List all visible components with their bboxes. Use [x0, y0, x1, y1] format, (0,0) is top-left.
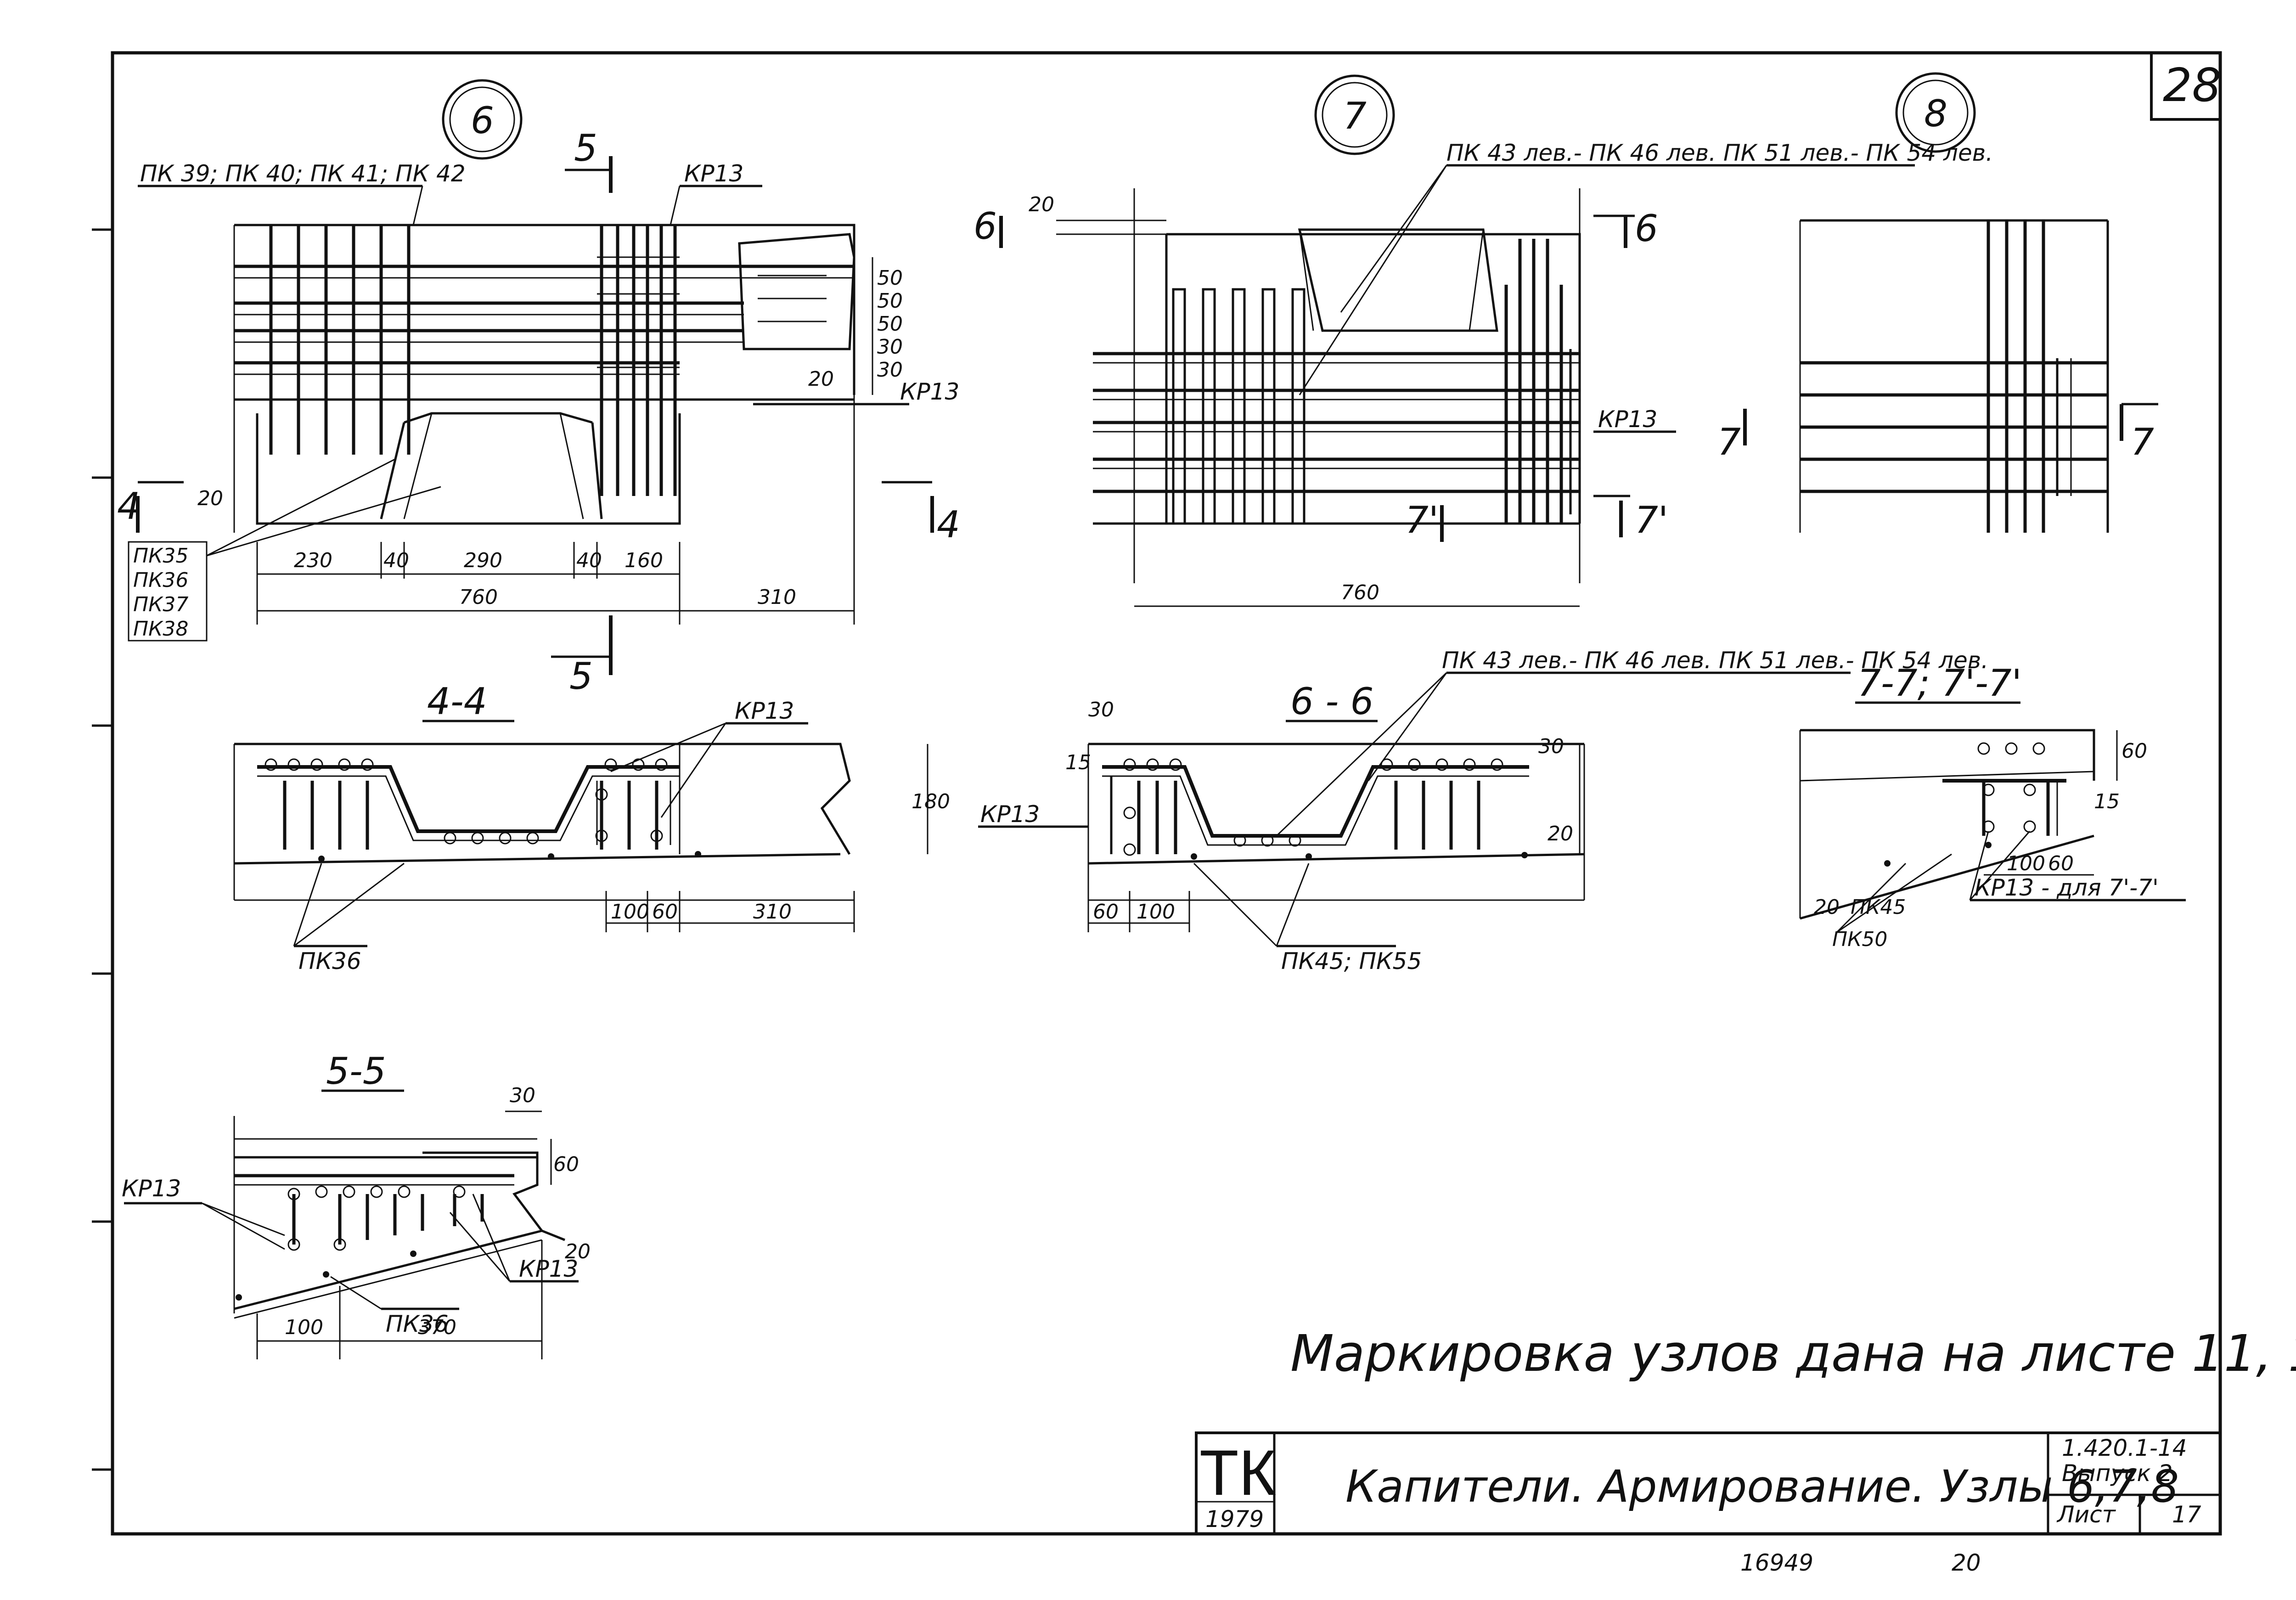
node-6-kp-label-right: КР13	[900, 378, 959, 405]
node-8-plan	[1743, 72, 2158, 533]
node-6-kp-label: КР13	[684, 160, 743, 187]
sheet-no: 17	[2172, 1501, 2201, 1528]
series-code: 1.420.1-14	[2062, 1435, 2187, 1461]
section-4-4	[233, 720, 929, 947]
node-6-dim-top-4: 30	[877, 358, 903, 382]
sheet-label: Лист	[2056, 1501, 2116, 1528]
section-6-6-dim-1: 15	[1065, 751, 1091, 774]
section-5-5-dim-bottom-1: 370	[418, 1316, 456, 1339]
node-6-dim-310: 310	[758, 586, 796, 609]
node-6-left-label-0: ПК35	[133, 544, 188, 568]
section-7-7-dim-60: 60	[2122, 739, 2147, 763]
node-6-dim-760: 760	[459, 586, 498, 609]
marking-note: Маркировка узлов дана на листе 11, 12.	[1290, 1324, 2296, 1383]
node-6-dim-bottom-2: 290	[464, 549, 502, 572]
node-6-dim-bottom-4: 160	[625, 549, 663, 572]
sheet-frame	[92, 51, 2222, 1536]
node-6-cut-top: 5	[574, 127, 597, 169]
sheet-title: Капители. Армирование. Узлы 6,7,8	[1345, 1461, 2179, 1512]
node-6-dim-20-left: 20	[197, 487, 223, 510]
node-7-dim-20: 20	[1029, 193, 1054, 216]
bottom-code: 16949	[1740, 1549, 1813, 1576]
node-7-dim-760: 760	[1341, 581, 1379, 604]
section-4-4-dim-bottom-1: 60	[652, 900, 678, 924]
section-4-4-title: 4-4	[427, 680, 487, 723]
node-7-circle-number: 7	[1343, 95, 1367, 137]
section-6-6-title: 6 - 6	[1290, 680, 1374, 723]
issue-label: Выпуск 2	[2062, 1460, 2172, 1487]
section-6-6-dim-3: 20	[1548, 822, 1573, 845]
section-7-7-title: 7-7; 7'-7'	[1857, 662, 2022, 704]
section-6-6-top-label: ПК 43 лев.- ПК 46 лев. ПК 51 лев.- ПК 54…	[1442, 647, 1988, 674]
section-6-6-pk-label: ПК45; ПК55	[1281, 948, 1422, 975]
node-6-dim-top-3: 30	[877, 335, 903, 359]
node-6-left-label-3: ПК38	[133, 617, 188, 641]
org-logo: ТК	[1199, 1437, 1276, 1509]
node-7-cut-right: 6	[1635, 207, 1658, 250]
node-7-cut-left: 6	[974, 205, 997, 248]
section-5-5-dim-30: 30	[510, 1084, 535, 1107]
node-6-circle-number: 6	[471, 99, 494, 142]
section-7-7-dim-bottom-1: 60	[2048, 852, 2074, 875]
section-6-6-dim-0: 30	[1088, 698, 1114, 721]
node-7-top-label: ПК 43 лев.- ПК 46 лев. ПК 51 лев.- ПК 54…	[1446, 140, 1993, 166]
section-6-6-kp-label: КР13	[980, 801, 1040, 828]
node-6-dim-bottom-3: 40	[576, 549, 602, 572]
node-6-dim-bottom-0: 230	[294, 549, 332, 572]
section-7-7-pk-label-0: ПК45	[1851, 896, 1906, 919]
node-6-top-label: ПК 39; ПК 40; ПК 41; ПК 42	[140, 160, 466, 187]
section-6-6-dim-bottom-1: 100	[1137, 900, 1175, 924]
section-5-5-dim-bottom-0: 100	[285, 1316, 323, 1339]
section-5-5-dim-60: 60	[553, 1153, 579, 1176]
section-4-4-dim-bottom-2: 310	[753, 900, 792, 924]
node-7-cut-bottom-left: 7'	[1405, 499, 1439, 541]
section-7-7-dim-15: 15	[2094, 790, 2120, 813]
node-6-dim-top-0: 50	[877, 266, 903, 290]
section-5-5-title: 5-5	[326, 1050, 386, 1093]
node-6-left-label-1: ПК36	[133, 569, 188, 592]
section-5-5-dim-20: 20	[565, 1240, 591, 1263]
section-5-5-kp-left: КР13	[122, 1175, 181, 1202]
section-7-7-dim-20: 20	[1814, 896, 1840, 919]
section-4-4-dim-180: 180	[912, 790, 950, 813]
node-6-plan	[128, 79, 934, 675]
section-5-5-kp-right: КР13	[519, 1256, 578, 1282]
section-6-6	[978, 671, 1851, 947]
section-7-7-pk-label-1: ПК50	[1832, 928, 1887, 951]
year-label: 1979	[1205, 1506, 1264, 1532]
section-5-5-pk-label: ПК36	[386, 1311, 449, 1337]
section-6-6-dim-2: 30	[1538, 735, 1564, 758]
node-6-dim-top-2: 50	[877, 312, 903, 336]
section-5-5	[124, 1089, 579, 1359]
node-8-cut-left: 7	[1717, 421, 1741, 463]
node-6-dim-bottom-1: 40	[383, 549, 409, 572]
section-7-7-kp-label: КР13 - для 7'-7'	[1975, 874, 2159, 901]
node-7-cut-bottom-right: 7'	[1635, 499, 1668, 541]
node-6-dim-20-right: 20	[808, 367, 834, 391]
section-4-4-pk-label: ПК36	[298, 948, 361, 975]
node-6-cut-right: 4	[937, 503, 960, 546]
section-7-7-dim-bottom-0: 100	[2007, 852, 2045, 875]
node-6-cut-left: 4	[117, 485, 141, 528]
bottom-num: 20	[1952, 1549, 1981, 1576]
section-7-7	[1799, 701, 2186, 933]
title-block	[1195, 1431, 2222, 1535]
sheet-number: 28	[2163, 58, 2221, 112]
node-6-cut-bottom: 5	[569, 655, 593, 698]
section-4-4-dim-bottom-0: 100	[611, 900, 649, 924]
node-7-plan	[999, 74, 1915, 607]
node-7-kp-label: КР13	[1598, 406, 1657, 433]
node-6-left-label-2: ПК37	[133, 593, 188, 616]
node-6-dim-top-1: 50	[877, 289, 903, 313]
node-8-circle-number: 8	[1924, 92, 1947, 135]
section-6-6-dim-bottom-0: 60	[1093, 900, 1119, 924]
node-8-cut-right: 7	[2131, 421, 2154, 463]
section-4-4-kp-label: КР13	[735, 698, 794, 724]
